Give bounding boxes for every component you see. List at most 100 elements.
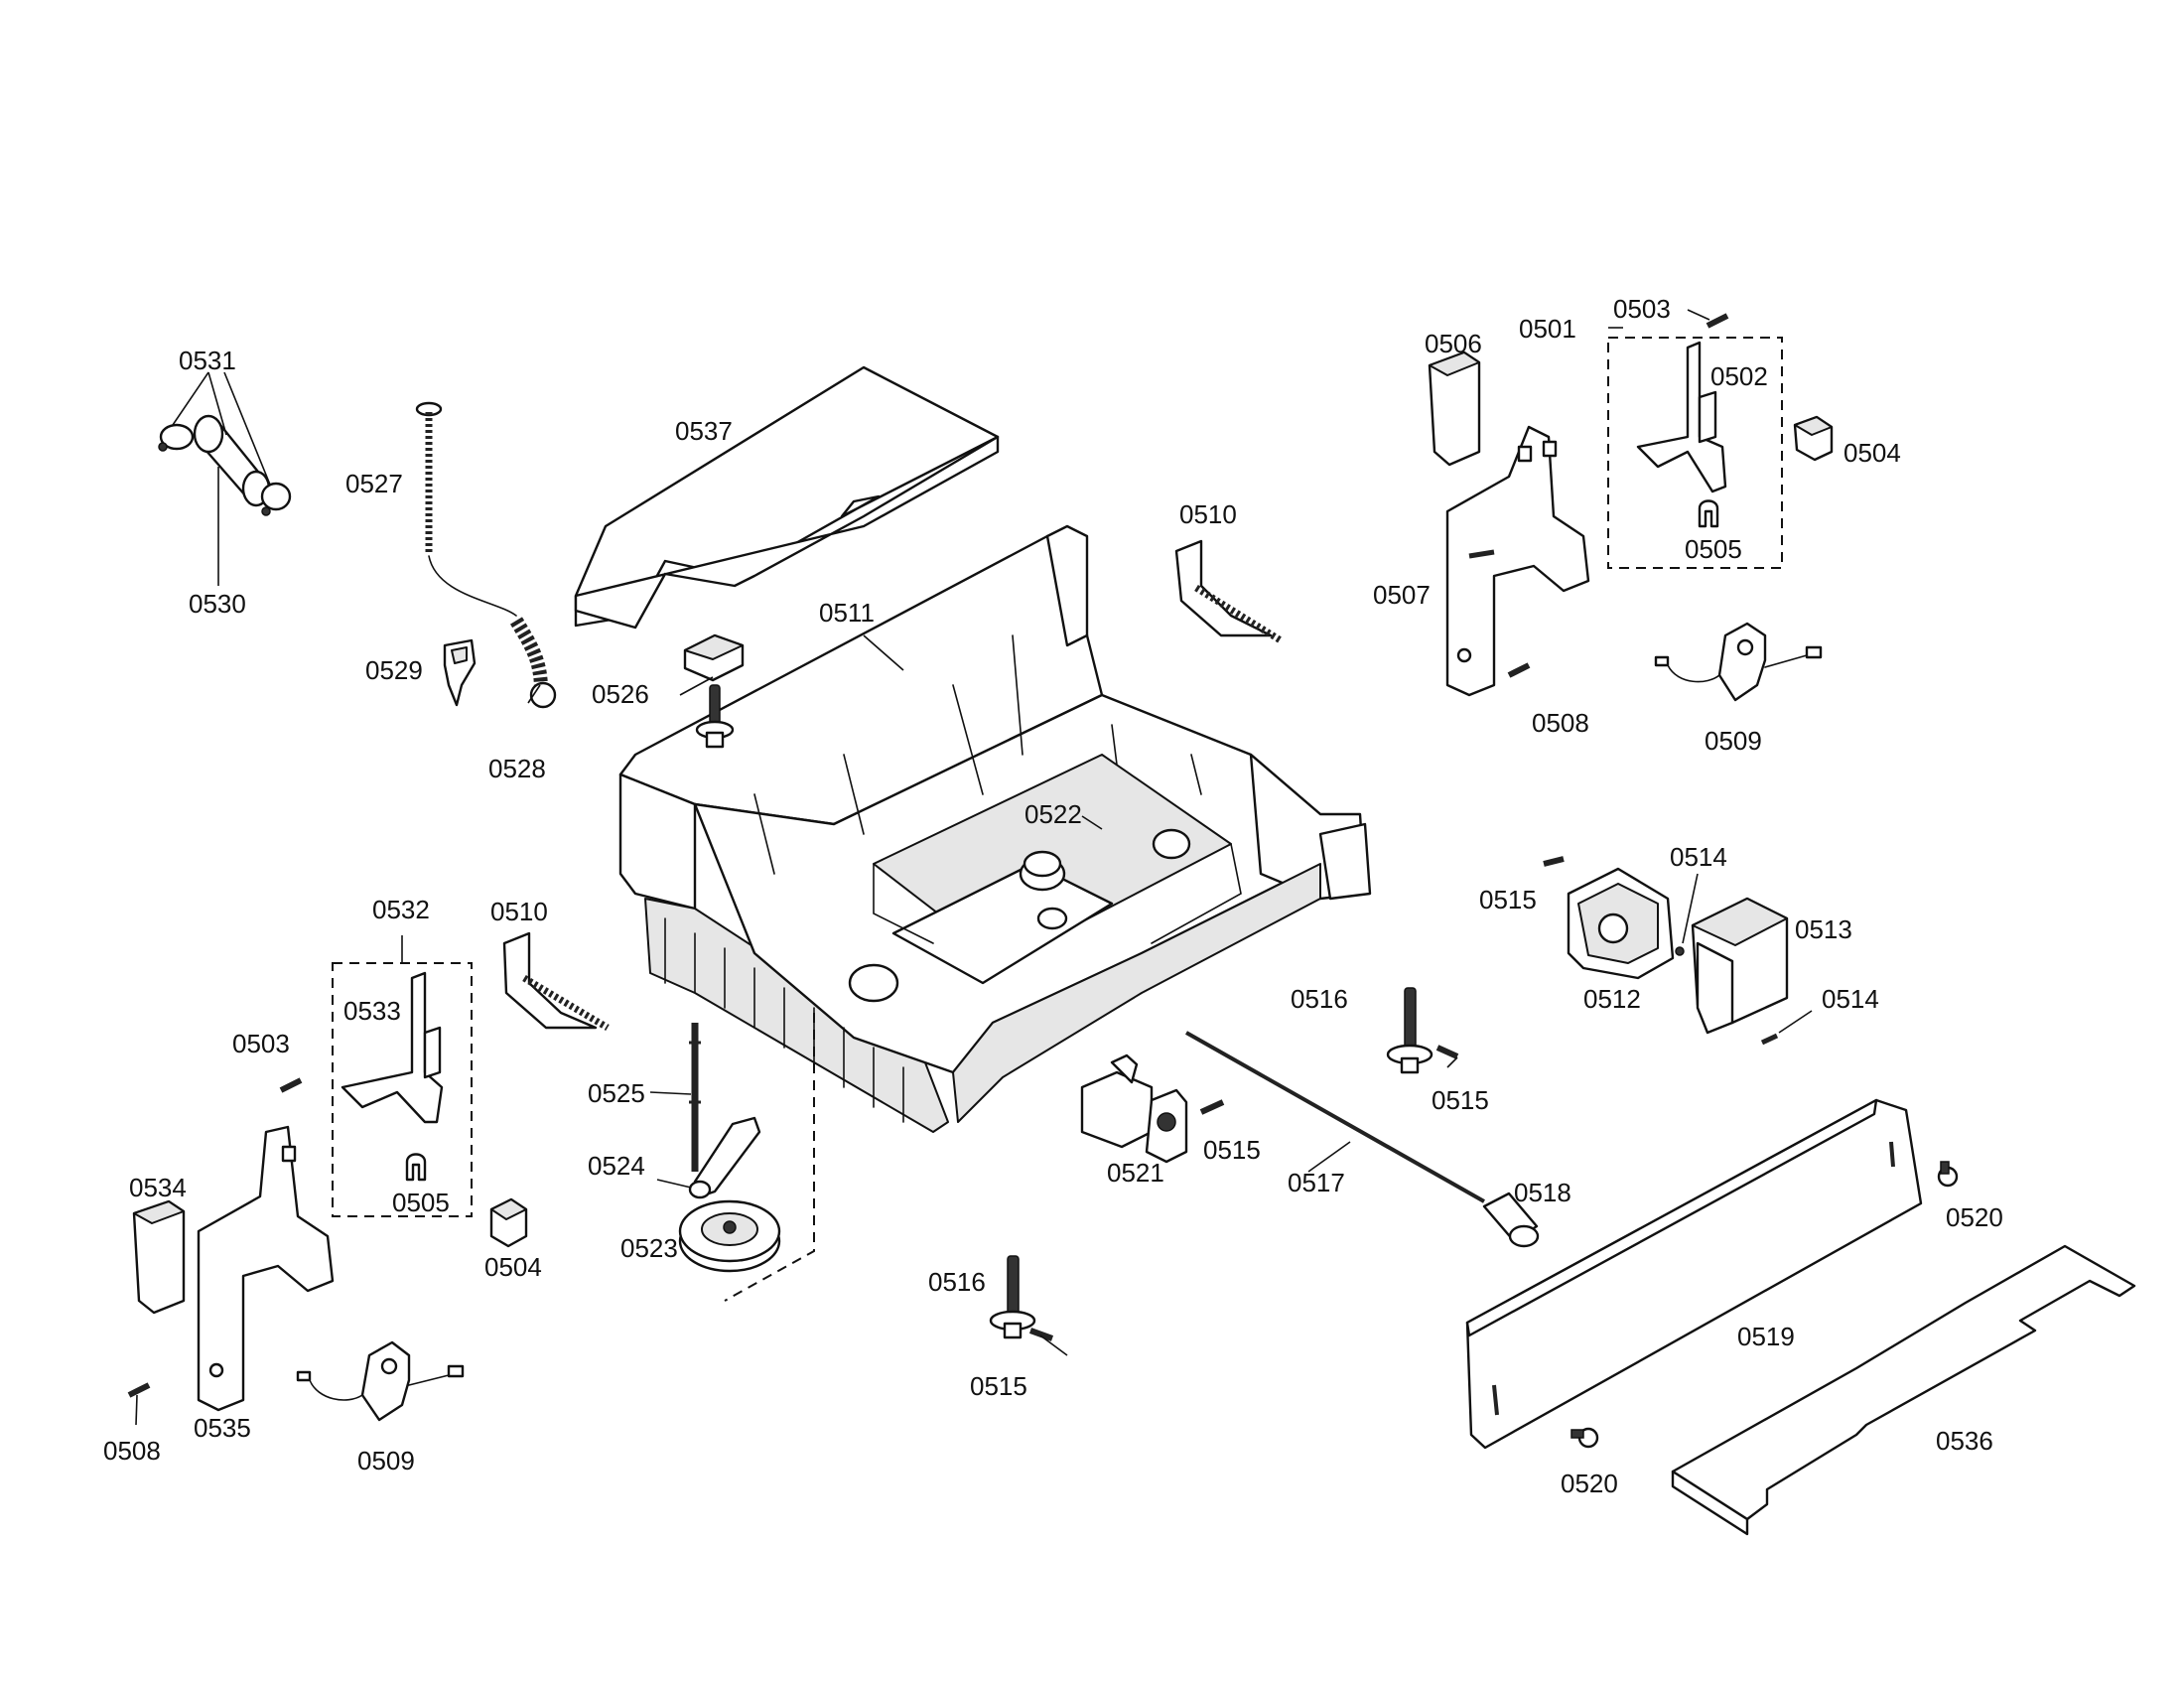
part-0511-base[interactable]	[618, 524, 1372, 1302]
callout-0505-left: 0505	[392, 1188, 450, 1217]
callout-0515-a: 0515	[1203, 1135, 1261, 1165]
part-0509-cam-left[interactable]	[296, 1340, 465, 1422]
part-0536-strip[interactable]	[1671, 1244, 2136, 1536]
part-0514-screw-lower[interactable]	[1760, 1033, 1779, 1046]
part-0505-clip-right[interactable]	[1698, 499, 1719, 528]
callout-0508-left: 0508	[103, 1436, 161, 1466]
callout-0526: 0526	[592, 679, 649, 709]
part-0530-hose[interactable]	[193, 414, 271, 507]
callout-0533: 0533	[343, 996, 401, 1026]
part-0526-screw[interactable]	[695, 684, 735, 749]
callout-0514-lower: 0514	[1822, 984, 1879, 1014]
part-0533-bracket[interactable]	[341, 971, 444, 1124]
part-0510-bracket-top[interactable]	[1174, 539, 1283, 643]
callout-0502: 0502	[1710, 361, 1768, 391]
callout-labels: 0531 0530 0527 0529 0528 0537 0511 0526 …	[103, 294, 2003, 1498]
part-0515-screw-a[interactable]	[1199, 1099, 1225, 1115]
callout-0508-right: 0508	[1532, 708, 1589, 738]
part-0504-clip-left[interactable]	[489, 1197, 528, 1248]
part-0517-rod[interactable]	[1185, 1031, 1485, 1203]
part-0502-bracket[interactable]	[1636, 341, 1727, 493]
callout-0519: 0519	[1737, 1322, 1795, 1351]
part-0515-screw-d[interactable]	[1543, 856, 1565, 867]
part-0503-screw-top[interactable]	[1706, 313, 1729, 329]
callout-0503-left: 0503	[232, 1029, 290, 1058]
callout-0531: 0531	[179, 346, 236, 375]
callout-0510-left: 0510	[490, 897, 548, 926]
part-0520-screw-right[interactable]	[1937, 1161, 1959, 1188]
part-0509-cam-right[interactable]	[1654, 622, 1823, 702]
callout-0504-right: 0504	[1843, 438, 1901, 468]
part-0535-plate[interactable]	[197, 1125, 335, 1412]
part-0513-cover[interactable]	[1691, 897, 1789, 1035]
callout-0517: 0517	[1288, 1168, 1345, 1197]
part-0525-rod[interactable]	[689, 1023, 701, 1172]
callout-0514-upper: 0514	[1670, 842, 1727, 872]
part-0528-cap[interactable]	[529, 681, 557, 709]
part-0515-screw-c[interactable]	[1028, 1328, 1054, 1341]
part-0523-float[interactable]	[678, 1199, 781, 1273]
callout-0532: 0532	[372, 895, 430, 924]
callout-0537: 0537	[675, 416, 733, 446]
callout-0506: 0506	[1425, 329, 1482, 358]
callout-0516-lower: 0516	[928, 1267, 986, 1297]
part-0518-knob[interactable]	[1482, 1192, 1540, 1248]
assembly-0501-outline	[1607, 337, 1783, 569]
part-0508-screw-left[interactable]	[127, 1382, 151, 1398]
callout-0524: 0524	[588, 1151, 645, 1181]
part-0516-foot-upper[interactable]	[1386, 987, 1433, 1074]
part-0519-kickplate[interactable]	[1465, 1098, 1923, 1450]
part-0531-clamps[interactable]	[158, 423, 292, 516]
callout-0525: 0525	[588, 1078, 645, 1108]
part-0529-clip[interactable]	[443, 638, 477, 707]
callout-0511: 0511	[819, 598, 875, 628]
part-0524-lever[interactable]	[688, 1116, 761, 1199]
part-0507-plate[interactable]	[1445, 425, 1590, 697]
callout-0523: 0523	[620, 1233, 678, 1263]
callout-0515-d: 0515	[1479, 885, 1537, 914]
callout-0535: 0535	[194, 1413, 251, 1443]
callout-0504-left: 0504	[484, 1252, 542, 1282]
part-0534-cover[interactable]	[132, 1199, 186, 1315]
part-0520-screw-left[interactable]	[1570, 1427, 1599, 1449]
callout-0513: 0513	[1795, 914, 1852, 944]
part-0503-screw-left[interactable]	[279, 1077, 303, 1093]
callout-0515-c: 0515	[970, 1371, 1027, 1401]
callout-0510-top: 0510	[1179, 499, 1237, 529]
callout-0505-right: 0505	[1685, 534, 1742, 564]
callout-0509-left: 0509	[357, 1446, 415, 1475]
part-0506-cover[interactable]	[1428, 351, 1481, 467]
callout-0527: 0527	[345, 469, 403, 498]
callout-0518: 0518	[1514, 1178, 1571, 1207]
callout-0522: 0522	[1024, 799, 1082, 829]
part-0504-clip-right[interactable]	[1793, 415, 1834, 462]
part-0514-screw-upper[interactable]	[1675, 946, 1685, 956]
part-0510-bracket-left[interactable]	[502, 931, 610, 1032]
callout-0520-left: 0520	[1561, 1469, 1618, 1498]
callout-0516-upper: 0516	[1291, 984, 1348, 1014]
callout-0530: 0530	[189, 589, 246, 619]
callout-0501: 0501	[1519, 314, 1576, 344]
callout-0520-right: 0520	[1946, 1202, 2003, 1232]
part-0508-screw-right[interactable]	[1507, 662, 1531, 678]
callout-0528: 0528	[488, 754, 546, 783]
callout-0503-top: 0503	[1613, 294, 1671, 324]
part-0521-valve[interactable]	[1080, 1053, 1188, 1164]
callout-0521: 0521	[1107, 1158, 1164, 1188]
callout-0536: 0536	[1936, 1426, 1993, 1456]
part-0527-hose[interactable]	[415, 401, 548, 691]
part-0516-foot-lower[interactable]	[989, 1255, 1036, 1339]
part-0512-housing[interactable]	[1567, 867, 1675, 980]
leader-lines	[135, 309, 1813, 1426]
part-0537-pad[interactable]	[574, 365, 1000, 630]
callout-0534: 0534	[129, 1173, 187, 1202]
callout-0529: 0529	[365, 655, 423, 685]
part-0505-clip-left[interactable]	[405, 1153, 427, 1182]
callout-0512: 0512	[1583, 984, 1641, 1014]
part-0526-block[interactable]	[683, 633, 745, 682]
callout-0509-right: 0509	[1705, 726, 1762, 756]
callout-0515-b: 0515	[1432, 1085, 1489, 1115]
callout-0507: 0507	[1373, 580, 1431, 610]
part-0515-screw-b[interactable]	[1435, 1045, 1459, 1059]
